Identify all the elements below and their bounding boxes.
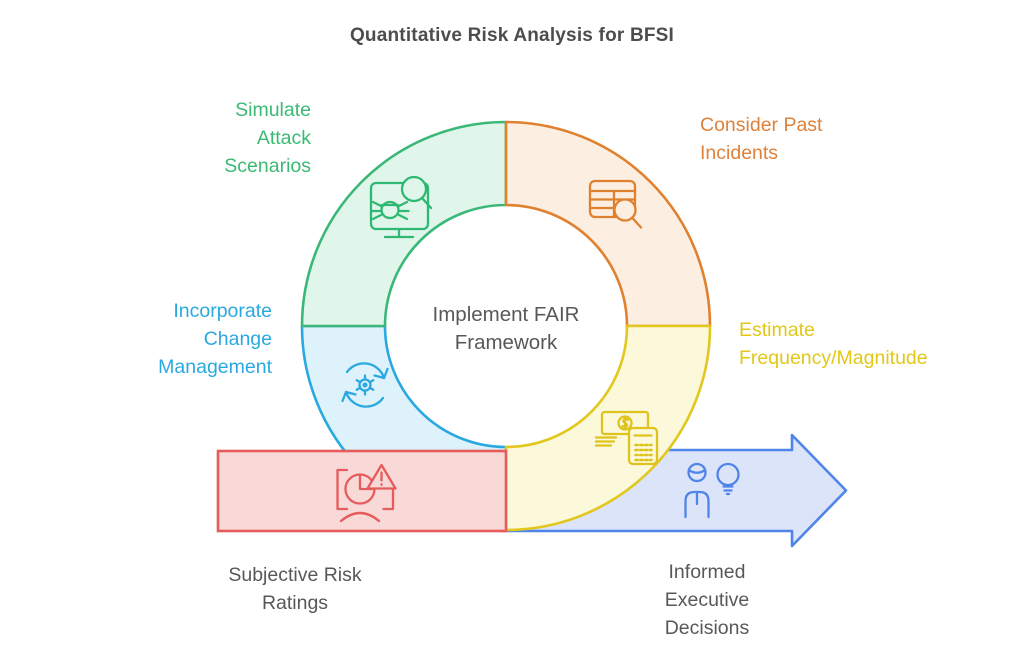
segment-simulate-arc [300,120,508,328]
label-simulate-attack-scenarios: Simulate Attack Scenarios [224,99,311,177]
segment-incidents-arc [504,120,712,328]
label-center-fair-framework: Implement FAIR Framework [432,303,580,354]
label-subjective-risk-ratings: Subjective Risk Ratings [228,564,362,614]
segment-past-incidents [504,120,712,328]
segment-simulate-attack [300,120,508,328]
pie-chart-warning-icon [336,463,397,523]
label-estimate-frequency-magnitude: Estimate Frequency/Magnitude [739,319,928,369]
sync-gear-icon [341,362,389,408]
input-box-rect [216,449,508,533]
label-consider-past-incidents: Consider Past Incidents [700,114,823,164]
executive-lightbulb-icon [684,462,740,519]
incident-table-search-icon [588,179,643,229]
malware-scan-monitor-icon [369,175,433,239]
segment-estimate-arc [504,324,712,532]
input-box-shape [216,449,508,533]
diagram-title: Quantitative Risk Analysis for BFSI [349,25,675,46]
segment-estimate-frequency [504,324,712,532]
label-incorporate-change-management: Incorporate Change Management [158,300,272,378]
label-informed-executive-decisions: Informed Executive Decisions [664,561,750,639]
money-calculator-icon [594,410,659,466]
